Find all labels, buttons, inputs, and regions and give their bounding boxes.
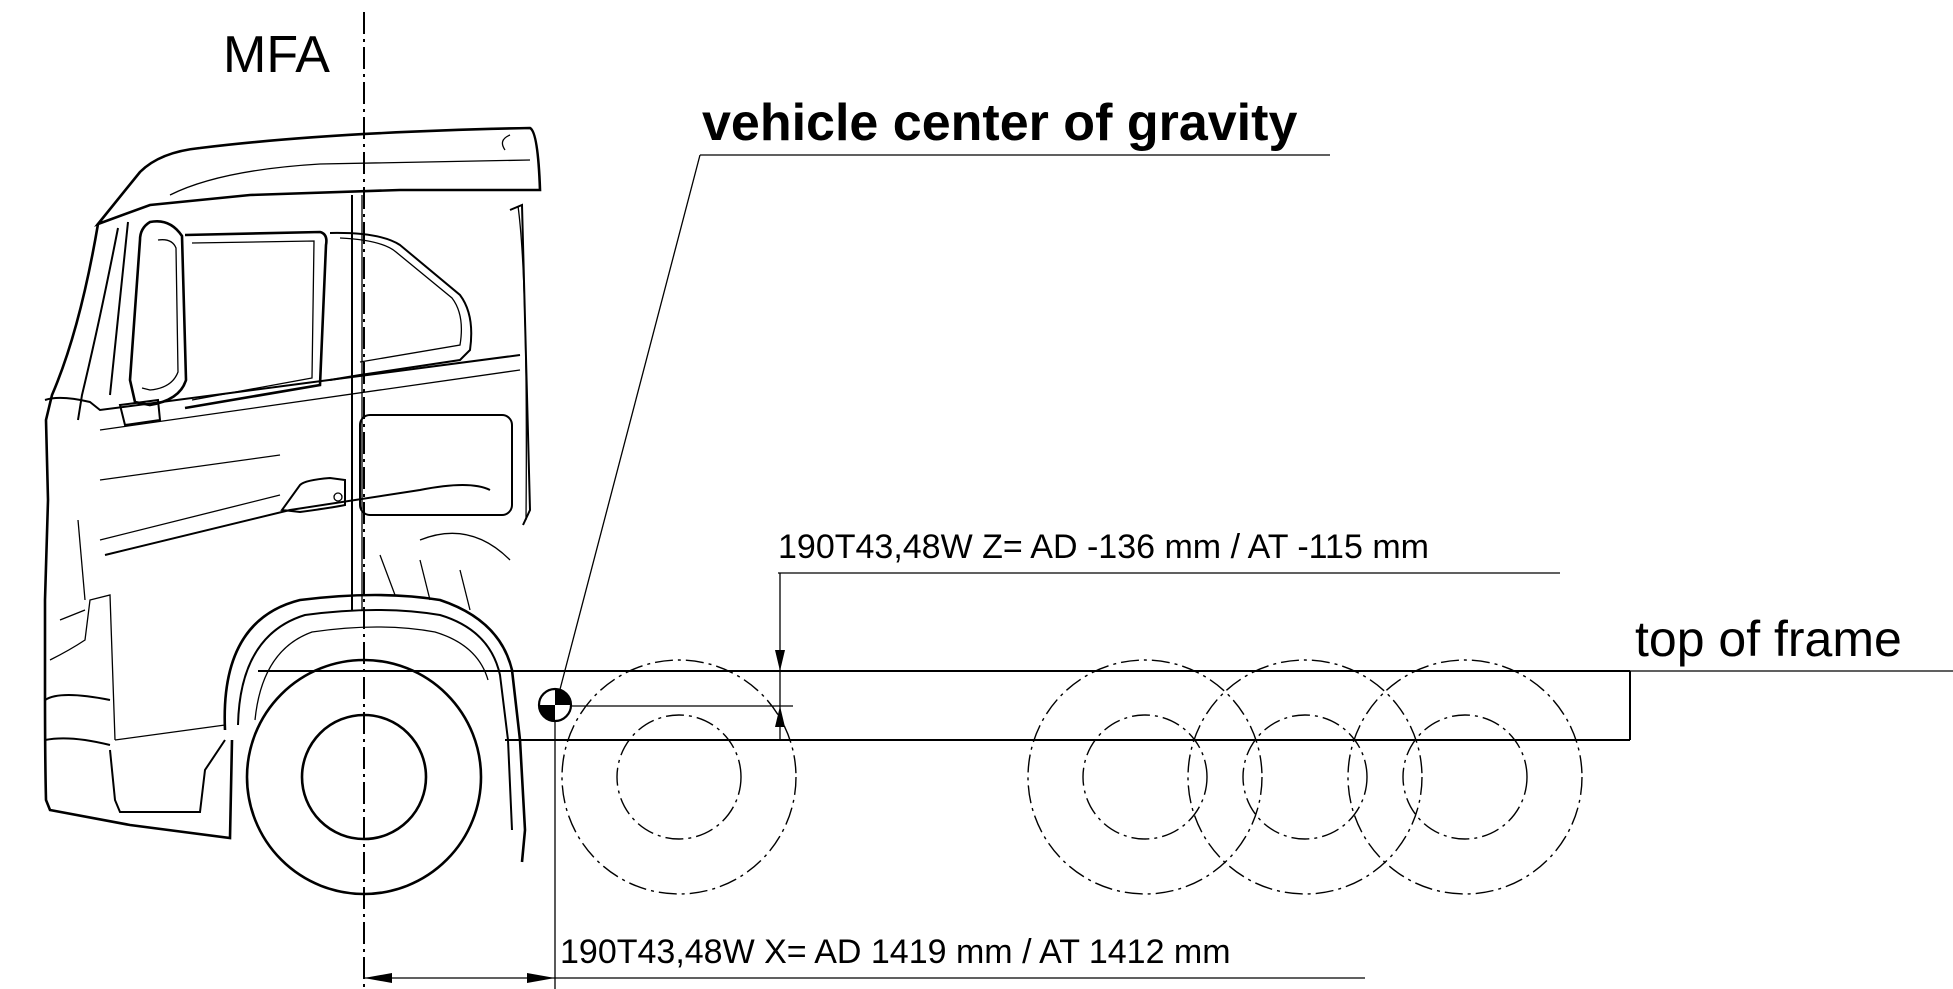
rear-wheel-3 [1187,659,1423,895]
front-wheel [245,658,483,896]
cog-symbol-icon [537,687,573,723]
cog-leader-line [557,154,701,698]
mfa-label: MFA [223,26,330,84]
chassis-frame [258,670,1631,741]
rear-wheel-1 [561,659,797,895]
rear-wheel-4 [1347,659,1583,895]
z-dimension-label: 190T43,48W Z= AD -136 mm / AT -115 mm [778,528,1429,566]
top-of-frame-label: top of frame [1635,611,1902,667]
truck-cab [43,126,542,863]
x-dimension [364,697,556,989]
cog-title: vehicle center of gravity [702,94,1297,152]
rear-wheel-2 [1027,659,1263,895]
z-dimension [572,573,793,740]
x-dimension-label: 190T43,48W X= AD 1419 mm / AT 1412 mm [560,933,1231,971]
